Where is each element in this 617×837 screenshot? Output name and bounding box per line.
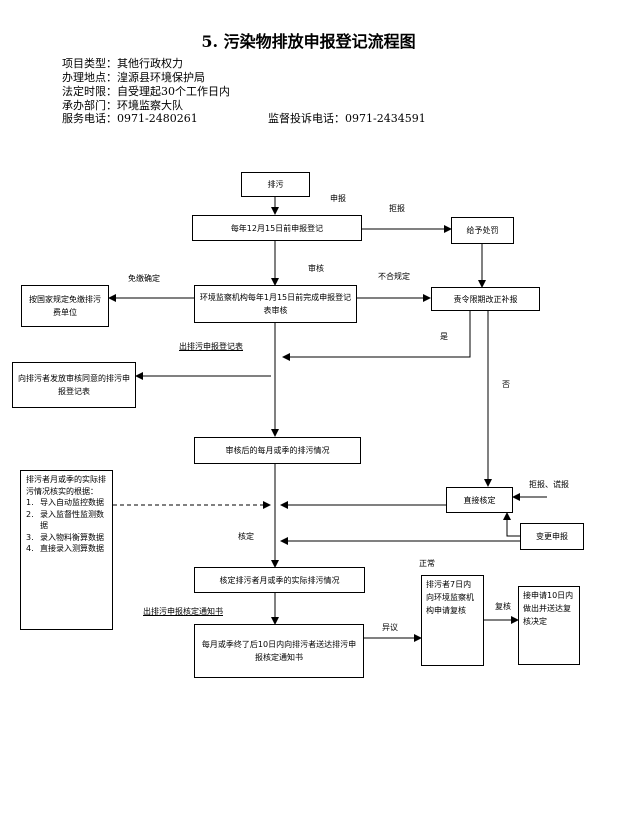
box-apply-recheck: 排污者7日内向环境监察机构申请复核 <box>421 575 484 666</box>
label-out-form: 出排污申报登记表 <box>179 342 243 351</box>
service-phone: 服务电话：0971-2480261 <box>62 112 198 125</box>
label-normal: 正常 <box>419 559 435 568</box>
label-exempt-confirm: 免缴确定 <box>128 274 160 283</box>
project-type: 项目类型：其他行政权力 <box>62 57 183 70</box>
box-monthly-status: 审核后的每月或季的排污情况 <box>194 437 361 464</box>
label-not-comply: 不合规定 <box>378 272 410 281</box>
label-declare: 申报 <box>330 194 346 203</box>
box-change-declare: 变更申报 <box>520 523 584 550</box>
complaint-phone: 监督投诉电话：0971-2434591 <box>268 112 426 125</box>
arrow-change-direct <box>503 512 520 537</box>
box-verify-actual: 核定排污者月或季的实际排污情况 <box>194 567 365 593</box>
label-refuse: 拒报 <box>389 204 405 213</box>
label-no: 否 <box>502 380 510 389</box>
label-out-notice: 出排污申报核定通知书 <box>143 607 223 616</box>
arrow-rectify-yes <box>282 311 471 361</box>
label-objection: 异议 <box>382 623 398 632</box>
box-review: 环境监察机构每年1月15日前完成申报登记表审核 <box>194 285 357 323</box>
office-location: 办理地点：湟源县环境保护局 <box>62 71 205 84</box>
project-info: 项目类型：其他行政权力 办理地点：湟源县环境保护局 法定时限：自受理起30个工作… <box>62 57 230 113</box>
label-audit: 审核 <box>308 264 324 273</box>
box-send-notice: 每月或季终了后10日内向排污者送达排污申报核定通知书 <box>194 624 364 678</box>
page-title: 5. 污染物排放申报登记流程图 <box>201 32 416 51</box>
label-recheck: 复核 <box>495 602 511 611</box>
legal-deadline: 法定时限：自受理起30个工作日内 <box>62 85 230 98</box>
basis-item: 2. 录入监督性监测数据 <box>26 509 104 531</box>
box-direct-verify: 直接核定 <box>446 487 513 513</box>
box-issue-form: 向排污者发放审核同意的排污申报登记表 <box>12 362 136 408</box>
box-discharge: 排污 <box>241 172 310 197</box>
basis-item: 4. 直接录入测算数据 <box>26 544 104 553</box>
basis-item: 1. 导入自动监控数据 <box>26 498 104 507</box>
label-refuse-false: 拒报、谎报 <box>529 480 569 489</box>
basis-heading: 排污者月或季的实际排污情况核实的根据： <box>26 475 106 496</box>
box-recheck-decision: 接申请10日内做出并送达复核决定 <box>518 586 580 665</box>
box-punish: 给予处罚 <box>451 217 514 244</box>
label-verify: 核定 <box>238 532 254 541</box>
label-yes: 是 <box>440 332 448 341</box>
box-exempt: 按国家规定免缴排污费单位 <box>21 285 109 327</box>
verification-basis-box: 排污者月或季的实际排污情况核实的根据： 1. 导入自动监控数据 2. 录入监督性… <box>20 470 113 630</box>
box-rectify: 责令限期改正补报 <box>431 287 540 311</box>
basis-item: 3. 录入物料衡算数据 <box>26 532 104 542</box>
handling-department: 承办部门：环境监察大队 <box>62 99 183 112</box>
box-annual-declare: 每年12月15日前申报登记 <box>192 215 362 241</box>
